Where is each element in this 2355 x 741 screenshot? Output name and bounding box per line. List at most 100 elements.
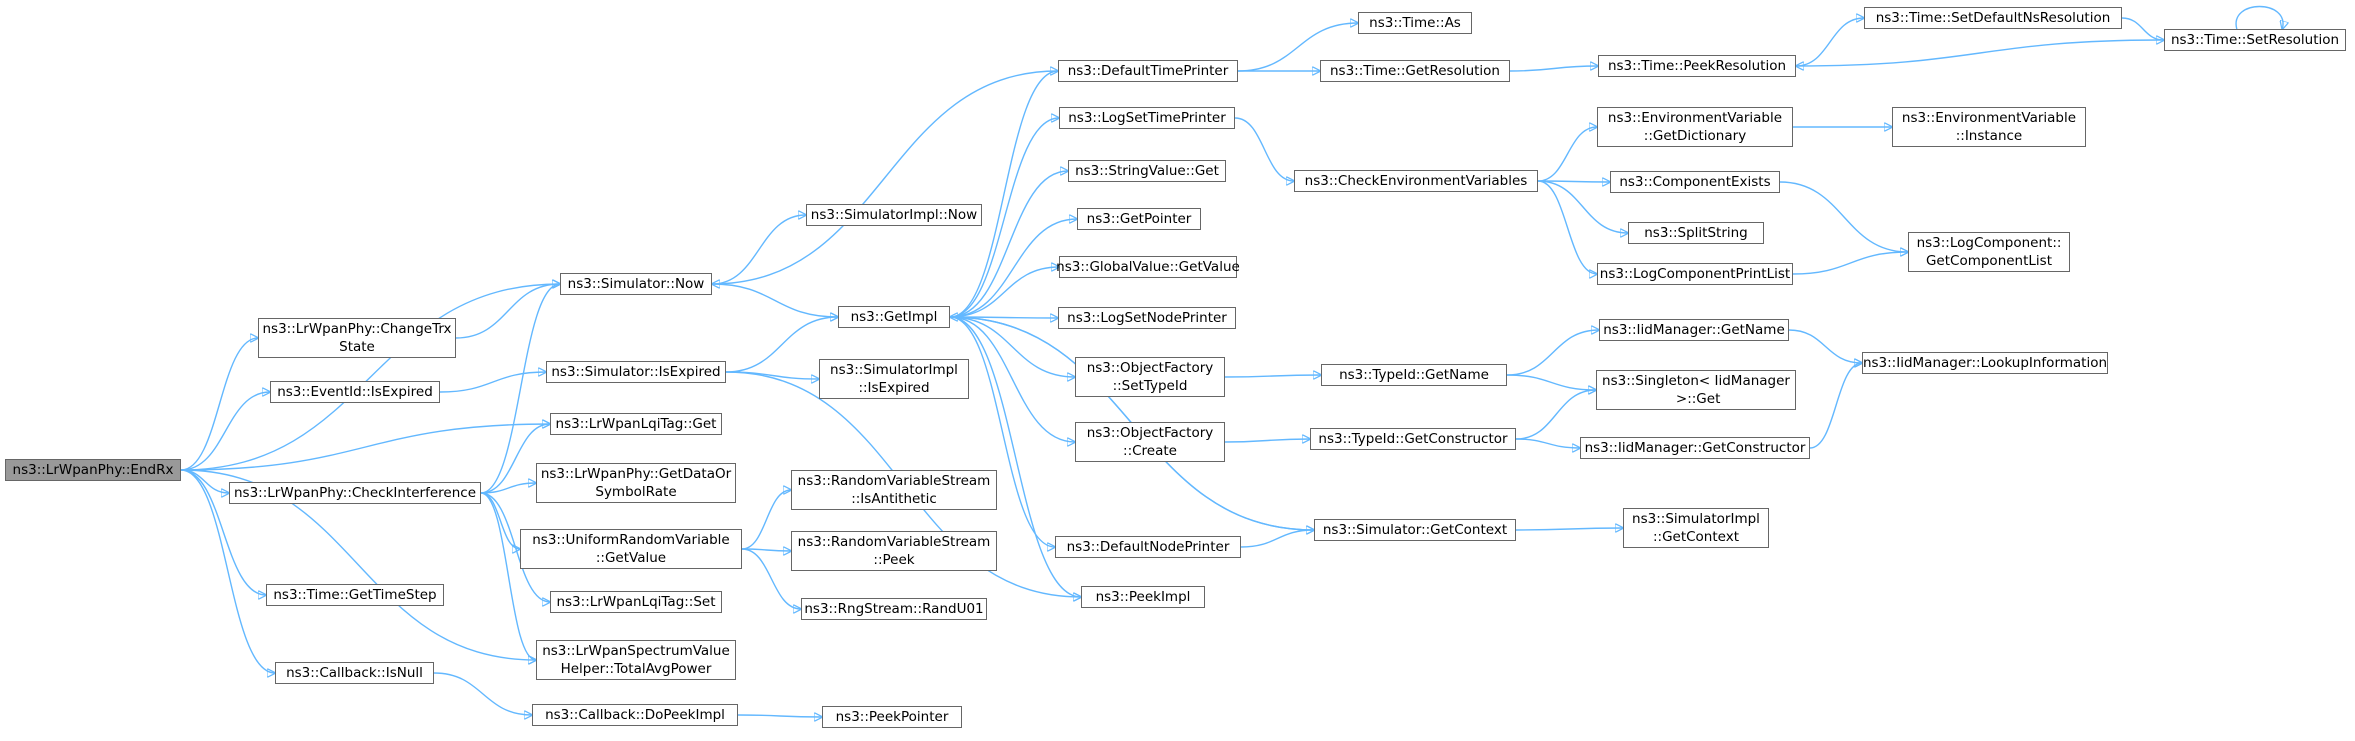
edge-checkenv-to-env-getdict [1537,127,1597,182]
edge-checkint-to-totalavg [480,492,536,660]
edge-time-setdefns-to-time-setres [2121,17,2164,40]
edge-changetrx-to-sim-now [455,284,560,339]
node-sim-now[interactable]: ns3::Simulator::Now [560,273,712,295]
edge-getimpl-to-globalvalue [949,267,1059,318]
node-logcomp-getlist[interactable]: ns3::LogComponent:: GetComponentList [1908,232,2070,272]
node-urv-getvalue[interactable]: ns3::UniformRandomVariable ::GetValue [520,529,742,569]
edge-deftimeprinter-to-sim-now [712,70,1059,284]
node-root[interactable]: ns3::LrWpanPhy::EndRx [5,459,181,481]
edge-deftimeprinter-to-time-as [1237,23,1358,72]
node-logcompprint[interactable]: ns3::LogComponentPrintList [1597,263,1793,285]
edge-typeid-getctor-to-singleton-get [1515,390,1596,440]
node-iid-getctor[interactable]: ns3::IidManager::GetConstructor [1580,437,1810,459]
edge-root-to-gettimestep [180,469,266,595]
node-splitstring[interactable]: ns3::SplitString [1628,222,1764,244]
edge-isnull-to-dopeekimpl [433,672,532,715]
edge-getimpl-to-defnodeprinter [949,316,1055,547]
node-globalvalue[interactable]: ns3::GlobalValue::GetValue [1056,256,1240,278]
node-logsetnodeprinter[interactable]: ns3::LogSetNodePrinter [1058,307,1236,329]
node-rvs-peek[interactable]: ns3::RandomVariableStream ::Peek [791,531,997,571]
node-getpointer[interactable]: ns3::GetPointer [1077,208,1201,230]
edge-sim-getcontext-to-simimpl-getcontext [1515,528,1623,530]
edge-checkenv-to-compexists [1537,181,1610,182]
edge-time-getres-to-time-peekres [1509,66,1598,72]
node-getdatarate[interactable]: ns3::LrWpanPhy::GetDataOr SymbolRate [536,463,736,503]
edge-getimpl-to-deftimeprinter [949,71,1058,318]
node-peekimpl[interactable]: ns3::PeekImpl [1081,586,1205,608]
node-time-setdefns[interactable]: ns3::Time::SetDefaultNsResolution [1864,7,2122,29]
edge-iid-getname-to-iid-lookup [1788,329,1862,363]
node-lqiget[interactable]: ns3::LrWpanLqiTag::Get [550,413,722,435]
node-eventid[interactable]: ns3::EventId::IsExpired [270,381,440,403]
edge-getimpl-to-getpointer [949,219,1077,318]
node-time-setres[interactable]: ns3::Time::SetResolution [2164,29,2346,51]
node-changetrx[interactable]: ns3::LrWpanPhy::ChangeTrx State [258,318,456,358]
node-time-getres[interactable]: ns3::Time::GetResolution [1320,60,1510,82]
edge-iid-getctor-to-iid-lookup [1809,363,1862,449]
edge-urv-getvalue-to-randu01 [741,548,801,609]
node-time-as[interactable]: ns3::Time::As [1358,12,1472,34]
node-simimpl-isexpired[interactable]: ns3::SimulatorImpl ::IsExpired [819,359,969,399]
node-iid-lookup[interactable]: ns3::IidManager::LookupInformation [1862,352,2108,374]
edge-checkint-to-sim-now [480,284,560,494]
edge-root-to-lqiget [180,424,550,471]
node-compexists[interactable]: ns3::ComponentExists [1610,171,1780,193]
edge-typeid-getname-to-iid-getname [1506,330,1599,376]
node-gettimestep[interactable]: ns3::Time::GetTimeStep [266,584,444,606]
node-singleton-get[interactable]: ns3::Singleton< IidManager >::Get [1596,370,1796,410]
node-sim-isexpired[interactable]: ns3::Simulator::IsExpired [546,361,726,383]
edge-time-setres-to-time-peekres [1796,39,2165,66]
edge-root-to-totalavg [180,469,536,660]
edge-sim-now-to-getimpl [711,283,838,317]
node-stringvalue[interactable]: ns3::StringValue::Get [1068,160,1226,182]
node-iid-getname[interactable]: ns3::IidManager::GetName [1599,319,1789,341]
edge-getimpl-to-of-create [949,316,1075,442]
edge-checkenv-to-logcompprint [1537,180,1597,274]
node-typeid-getname[interactable]: ns3::TypeId::GetName [1321,364,1507,386]
edge-logsettimeprinter-to-checkenv [1234,117,1294,181]
node-dopeekimpl[interactable]: ns3::Callback::DoPeekImpl [532,704,738,726]
node-totalavg[interactable]: ns3::LrWpanSpectrumValue Helper::TotalAv… [536,640,736,680]
node-peekpointer[interactable]: ns3::PeekPointer [822,706,962,728]
node-time-peekres[interactable]: ns3::Time::PeekResolution [1598,55,1796,77]
node-isnull[interactable]: ns3::Callback::IsNull [275,662,434,684]
edge-sim-now-to-simimpl-now [711,215,806,285]
edge-root-to-isnull [180,469,275,673]
edge-urv-getvalue-to-rvs-isanti [741,490,791,550]
node-deftimeprinter[interactable]: ns3::DefaultTimePrinter [1058,60,1238,82]
edge-checkenv-to-splitstring [1537,180,1628,233]
node-simimpl-now[interactable]: ns3::SimulatorImpl::Now [806,204,982,226]
edge-checkint-to-lqiget [480,424,550,494]
node-defnodeprinter[interactable]: ns3::DefaultNodePrinter [1055,536,1241,558]
node-checkenv[interactable]: ns3::CheckEnvironmentVariables [1294,170,1538,192]
node-randu01[interactable]: ns3::RngStream::RandU01 [801,598,987,620]
node-of-settypeid[interactable]: ns3::ObjectFactory ::SetTypeId [1075,357,1225,397]
edge-checkint-to-urv-getvalue [480,492,520,549]
edge-logcompprint-to-logcomp-getlist [1792,252,1908,275]
node-env-getdict[interactable]: ns3::EnvironmentVariable ::GetDictionary [1597,107,1793,147]
edge-getimpl-to-peekimpl [949,316,1081,597]
node-lqiset[interactable]: ns3::LrWpanLqiTag::Set [550,591,722,613]
node-getimpl[interactable]: ns3::GetImpl [838,306,950,328]
edge-typeid-getname-to-singleton-get [1506,374,1596,390]
edge-time-peekres-to-time-setdefns [1795,18,1864,67]
node-logsettimeprinter[interactable]: ns3::LogSetTimePrinter [1059,107,1235,129]
node-simimpl-getcontext[interactable]: ns3::SimulatorImpl ::GetContext [1623,508,1769,548]
node-env-instance[interactable]: ns3::EnvironmentVariable ::Instance [1892,107,2086,147]
edge-compexists-to-logcomp-getlist [1779,181,1908,252]
edge-dopeekimpl-to-peekpointer [737,715,822,717]
node-of-create[interactable]: ns3::ObjectFactory ::Create [1075,422,1225,462]
node-typeid-getctor[interactable]: ns3::TypeId::GetConstructor [1310,428,1516,450]
edge-checkint-to-getdatarate [480,483,536,494]
edge-defnodeprinter-to-sim-getcontext [1240,530,1314,548]
edge-root-to-eventid [180,392,270,471]
node-sim-getcontext[interactable]: ns3::Simulator::GetContext [1314,519,1516,541]
edge-typeid-getctor-to-iid-getctor [1515,438,1580,448]
edge-eventid-to-sim-isexpired [439,372,546,393]
node-checkint[interactable]: ns3::LrWpanPhy::CheckInterference [229,482,481,504]
node-rvs-isanti[interactable]: ns3::RandomVariableStream ::IsAntithetic [791,470,997,510]
edge-getimpl-to-logsettimeprinter [949,118,1059,318]
edge-root-to-sim-now [180,284,560,471]
